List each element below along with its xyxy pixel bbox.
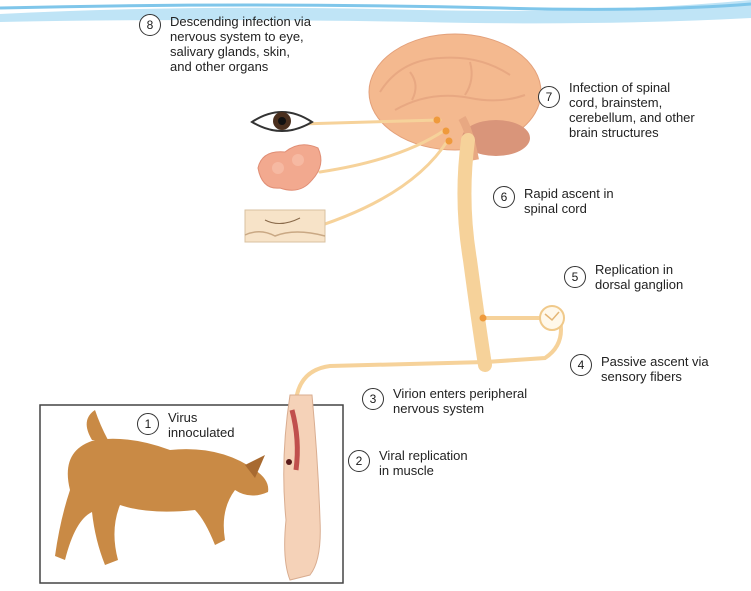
eye-illustration [252,112,312,131]
step-8-number-badge: 8 [139,14,161,36]
brain-illustration [369,34,541,160]
step-8: 8 Descending infection via nervous syste… [139,14,311,74]
step-6-label: Rapid ascent in spinal cord [524,186,614,216]
step-6-number-badge: 6 [493,186,515,208]
step-4-number-badge: 4 [570,354,592,376]
skin-illustration [245,210,325,242]
step-2: 2 Viral replication in muscle [348,448,468,478]
step-6: 6 Rapid ascent in spinal cord [493,186,614,216]
step-5-number-badge: 5 [564,266,586,288]
step-3: 3 Virion enters peripheral nervous syste… [362,386,527,416]
step-4: 4 Passive ascent via sensory fibers [570,354,751,384]
step-2-label: Viral replication in muscle [379,448,468,478]
dorsal-ganglion [540,306,564,330]
step-7-label: Infection of spinal cord, brainstem, cer… [569,80,695,140]
step-2-number-badge: 2 [348,450,370,472]
step-4-label: Passive ascent via sensory fibers [601,354,709,384]
step-5: 5 Replication in dorsal ganglion [564,262,683,292]
step-3-label: Virion enters peripheral nervous system [393,386,527,416]
step-5-label: Replication in dorsal ganglion [595,262,683,292]
step-8-label: Descending infection via nervous system … [170,14,311,74]
step-7-number-badge: 7 [538,86,560,108]
step-1-number-badge: 1 [137,413,159,435]
salivary-gland-illustration [258,145,321,190]
step-1-label: Virus innoculated [168,410,235,440]
nervous-pathways [296,120,561,400]
step-3-number-badge: 3 [362,388,384,410]
step-7: 7 Infection of spinal cord, brainstem, c… [538,80,751,140]
header-banner [0,0,751,23]
step-1: 1 Virus innoculated [137,410,235,440]
